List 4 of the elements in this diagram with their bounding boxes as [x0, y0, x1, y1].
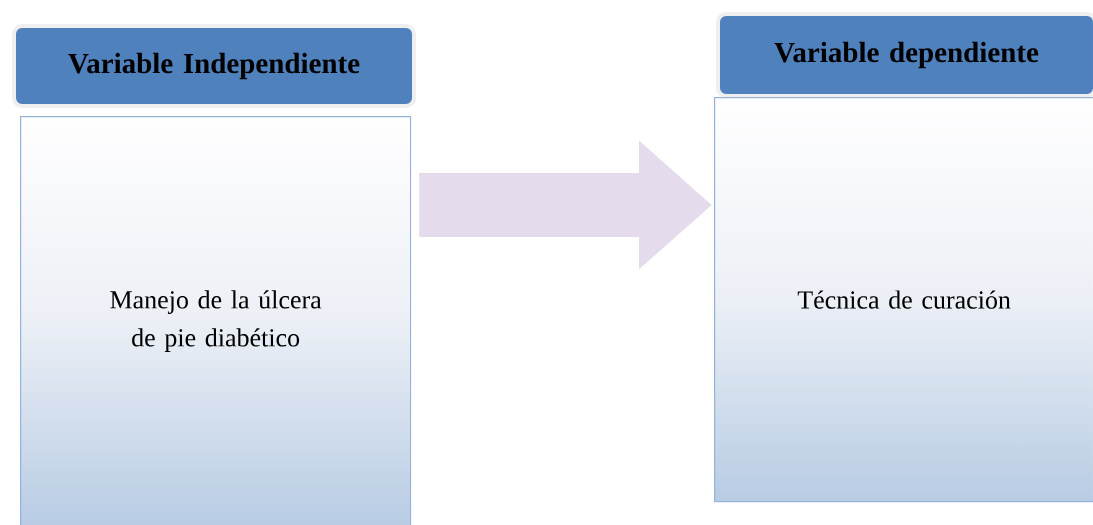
header-box: Variable dependiente: [716, 12, 1093, 98]
content-box: Manejo de la úlcera de pie diabético: [20, 116, 412, 525]
header-box: Variable Independiente: [12, 24, 416, 108]
content-box: Técnica de curación: [714, 97, 1093, 503]
